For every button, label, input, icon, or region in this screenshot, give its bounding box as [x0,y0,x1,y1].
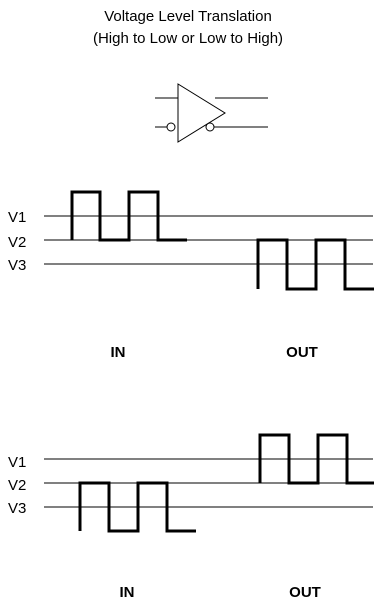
input-inversion-bubble [166,122,176,132]
top-level-label-v3: V3 [8,257,26,274]
top-panel: V1 V2 V3 IN OUT [8,190,374,361]
bottom-output-waveform [258,433,374,485]
top-output-waveform [256,238,374,291]
top-level-label-v1: V1 [8,209,26,226]
top-input-waveform [70,190,187,242]
bottom-level-label-v1: V1 [8,454,26,471]
bottom-level-label-v2: V2 [8,477,26,494]
top-out-label: OUT [286,344,318,361]
buffer-triangle [177,83,226,143]
top-in-label: IN [111,344,126,361]
bottom-panel: V1 V2 V3 IN OUT [8,433,374,601]
top-level-label-v2: V2 [8,234,26,251]
diagram-subtitle: (High to Low or Low to High) [92,30,284,47]
bottom-level-label-v3: V3 [8,500,26,517]
buffer-symbol-icon [155,83,268,143]
output-inversion-bubble [205,122,215,132]
bottom-in-label: IN [120,584,135,601]
diagram-title: Voltage Level Translation [104,8,272,25]
bottom-out-label: OUT [289,584,321,601]
bottom-input-waveform [78,481,196,533]
